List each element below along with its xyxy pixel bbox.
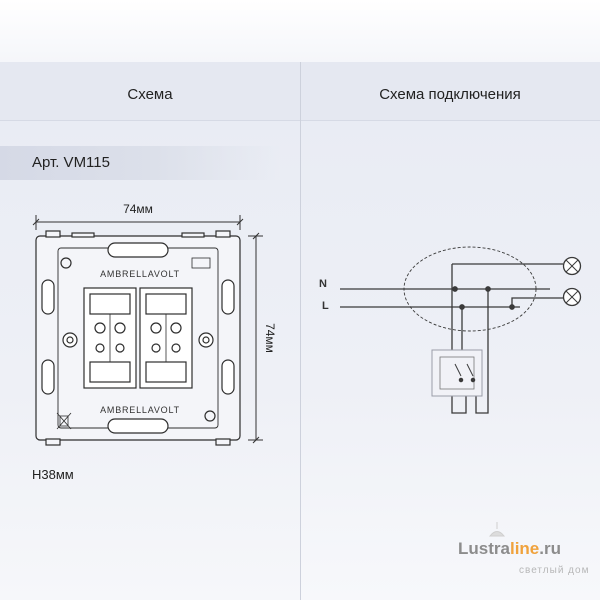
logo-name-part-3: .ru bbox=[539, 539, 561, 558]
height-dimension-arrow-top bbox=[252, 232, 260, 240]
right-upper-slot bbox=[221, 279, 235, 315]
terminal-screw bbox=[115, 343, 125, 353]
lamp-one-cross bbox=[565, 259, 579, 273]
lamp-two-return-wire bbox=[475, 289, 489, 414]
plate-tab bbox=[71, 232, 95, 238]
logo-tagline: светлый дом bbox=[519, 565, 590, 576]
plate-tab bbox=[45, 438, 61, 446]
terminal-screw bbox=[94, 322, 106, 334]
terminal-screw bbox=[171, 343, 181, 353]
certification-mark bbox=[191, 257, 211, 269]
height-dimension-arrow-bottom bbox=[252, 436, 260, 444]
right-screw-hole-inner bbox=[202, 336, 210, 344]
width-dimension-arrow-right bbox=[236, 218, 244, 226]
disposal-icon bbox=[56, 412, 72, 430]
neutral-label: N bbox=[319, 278, 327, 290]
logo-name-part-2: line bbox=[509, 539, 540, 558]
wiring-scheme-title: Схема подключения bbox=[379, 86, 521, 103]
plate-tab bbox=[215, 438, 231, 446]
brand-text-bottom: AMBRELLAVOLT bbox=[100, 405, 180, 415]
terminal-screw bbox=[114, 322, 126, 334]
top-left-hole bbox=[60, 257, 72, 269]
lamp-two-icon bbox=[562, 287, 582, 307]
junction-dot bbox=[452, 286, 458, 292]
junction-dot bbox=[459, 304, 465, 310]
lamp-one-feed-wire bbox=[451, 263, 563, 414]
logo-lamp-shade bbox=[488, 531, 506, 537]
width-dimension-label: 74мм bbox=[123, 202, 153, 216]
mechanism-left bbox=[83, 287, 137, 389]
switch-pivot bbox=[470, 377, 476, 383]
left-screw-hole bbox=[62, 332, 78, 348]
switch-drawing: AMBRELLAVOLT AMBRELLAVOLT bbox=[35, 230, 241, 446]
switch-contact-one bbox=[454, 363, 462, 377]
article-band: Арт. VM115 bbox=[0, 146, 280, 180]
logo-lamp-icon bbox=[488, 522, 506, 537]
scheme-title: Схема bbox=[127, 86, 173, 103]
left-upper-slot bbox=[41, 279, 55, 315]
panel-divider bbox=[300, 62, 301, 600]
lamp-two-cross bbox=[565, 290, 579, 304]
switch-box-inner bbox=[439, 356, 475, 390]
terminal-screw bbox=[170, 322, 182, 334]
switch-pivot bbox=[458, 377, 464, 383]
left-screw-hole-inner bbox=[66, 336, 74, 344]
width-dimension-arrow-left bbox=[32, 218, 40, 226]
bottom-mounting-slot bbox=[107, 418, 169, 434]
plate-tab bbox=[45, 230, 61, 238]
disposal-icon-bin bbox=[59, 415, 69, 427]
plate-tab bbox=[215, 230, 231, 238]
right-lower-slot bbox=[221, 359, 235, 395]
bottom-right-hole bbox=[204, 410, 216, 422]
disposal-icon-cross bbox=[56, 412, 72, 430]
line-label: L bbox=[322, 300, 329, 312]
lamp-one-icon bbox=[562, 256, 582, 276]
article-number: Арт. VM115 bbox=[32, 154, 110, 171]
left-lower-slot bbox=[41, 359, 55, 395]
terminal-screw bbox=[95, 343, 105, 353]
switch-contact-two bbox=[466, 363, 474, 377]
plate-tab bbox=[181, 232, 205, 238]
top-mounting-slot bbox=[107, 242, 169, 258]
dimension-lines bbox=[32, 215, 263, 444]
brand-text-top: AMBRELLAVOLT bbox=[100, 269, 180, 279]
junction-dot bbox=[485, 286, 491, 292]
site-logo[interactable]: Lustraline.ru bbox=[458, 539, 561, 559]
top-band bbox=[0, 0, 600, 62]
lamp-two-feed-wire bbox=[511, 297, 563, 307]
terminal-screw bbox=[151, 343, 161, 353]
mechanism-right bbox=[139, 287, 193, 389]
depth-dimension-label: Н38мм bbox=[32, 467, 74, 482]
right-screw-hole bbox=[198, 332, 214, 348]
mounting-plate-outline bbox=[35, 235, 241, 441]
wiring-diagram bbox=[340, 246, 582, 414]
logo-name-part-1: Lustra bbox=[458, 539, 510, 558]
junction-dot bbox=[509, 304, 515, 310]
terminal-screw bbox=[150, 322, 162, 334]
